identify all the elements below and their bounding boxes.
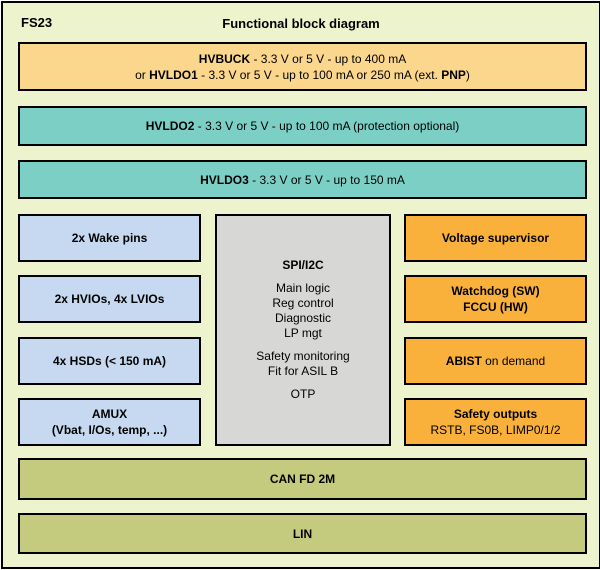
core-title: SPI/I2C [282, 258, 324, 272]
block-safety-outputs: Safety outputs RSTB, FS0B, LIMP0/1/2 [404, 398, 587, 446]
fccu-label: FCCU (HW) [463, 300, 528, 314]
hvldo3-label: HVLDO3 - 3.3 V or 5 V - up to 150 mA [200, 172, 405, 187]
amux-label-line1: AMUX [91, 407, 128, 421]
core-group-safety: Safety monitoring Fit for ASIL B [256, 349, 350, 378]
block-amux: AMUX (Vbat, I/Os, temp, ...) [18, 398, 201, 446]
chip-name-label: FS23 [21, 15, 53, 30]
watchdog-label: Watchdog (SW) [451, 284, 540, 298]
block-watchdog-fccu: Watchdog (SW) FCCU (HW) [404, 275, 587, 323]
block-core-logic: SPI/I2C Main logic Reg control Diagnosti… [215, 214, 391, 446]
core-group-otp: OTP [290, 387, 316, 401]
lin-label: LIN [292, 526, 313, 541]
block-can-fd: CAN FD 2M [18, 458, 587, 500]
amux-label-line2: (Vbat, I/Os, temp, ...) [51, 423, 168, 437]
can-fd-label: CAN FD 2M [269, 472, 336, 486]
block-voltage-supervisor: Voltage supervisor [404, 214, 587, 262]
block-hvldo3: HVLDO3 - 3.3 V or 5 V - up to 150 mA [18, 160, 587, 199]
wake-pins-label: 2x Wake pins [71, 231, 148, 245]
safety-outputs-pins: RSTB, FS0B, LIMP0/1/2 [430, 423, 561, 437]
block-hvbuck-hvldo1: HVBUCK - 3.3 V or 5 V - up to 400 mA or … [18, 42, 587, 91]
block-hvios-lvios: 2x HVIOs, 4x LVIOs [18, 275, 201, 323]
diagram-title: Functional block diagram [222, 16, 380, 31]
block-hvldo2: HVLDO2 - 3.3 V or 5 V - up to 100 mA (pr… [18, 106, 587, 146]
hvldo2-label: HVLDO2 - 3.3 V or 5 V - up to 100 mA (pr… [145, 119, 460, 133]
block-wake-pins: 2x Wake pins [18, 214, 201, 262]
safety-outputs-label: Safety outputs [453, 407, 538, 421]
block-abist: ABIST on demand [404, 337, 587, 385]
hvldo1-line2: or HVLDO1 - 3.3 V or 5 V - up to 100 mA … [135, 67, 470, 82]
voltage-supervisor-label: Voltage supervisor [441, 231, 550, 245]
hsds-label: 4x HSDs (< 150 mA) [52, 354, 167, 368]
block-lin: LIN [18, 513, 587, 554]
core-group-logic: Main logic Reg control Diagnostic LP mgt [272, 281, 334, 340]
block-hsds: 4x HSDs (< 150 mA) [18, 337, 201, 385]
hvios-lvios-label: 2x HVIOs, 4x LVIOs [54, 292, 165, 306]
hvbuck-line1: HVBUCK - 3.3 V or 5 V - up to 400 mA [198, 51, 407, 66]
abist-label: ABIST on demand [445, 354, 546, 368]
